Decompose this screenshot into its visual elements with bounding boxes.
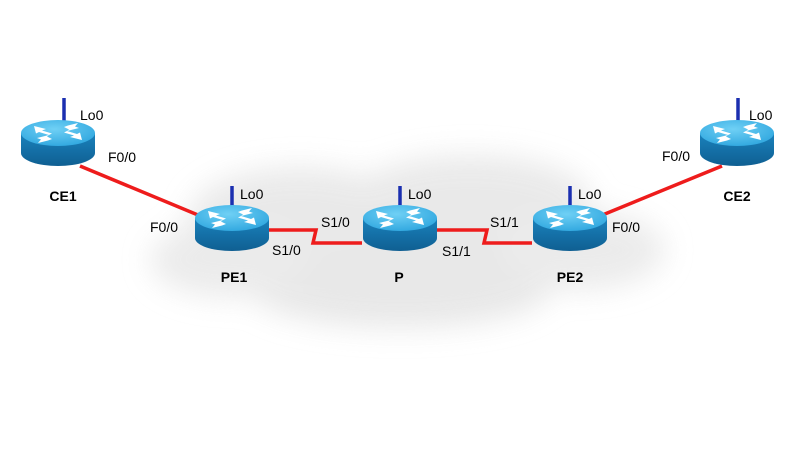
- loopbacks: [62, 98, 740, 210]
- router-icon[interactable]: [700, 120, 774, 166]
- interface-label-pe1-f00: F0/0: [150, 219, 178, 235]
- loopback-label-pe2: Lo0: [578, 186, 602, 202]
- link-pe2-ce2: [599, 164, 723, 218]
- interface-label-ce2-f00: F0/0: [662, 148, 690, 164]
- loopback-label-p: Lo0: [408, 186, 432, 202]
- loopback-label-ce2: Lo0: [749, 107, 773, 123]
- interface-label-pe2-f00: F0/0: [612, 219, 640, 235]
- router-icon[interactable]: [195, 205, 269, 251]
- router-icon[interactable]: [21, 120, 95, 166]
- loopback-label-pe1: Lo0: [240, 186, 264, 202]
- link-pe1-p: [268, 228, 362, 245]
- router-name-ce2: CE2: [723, 188, 750, 204]
- interface-label-ce1-f00: F0/0: [108, 149, 136, 165]
- interface-label-pe1-s10: S1/0: [272, 242, 301, 258]
- links: [79, 164, 723, 245]
- router-name-ce1: CE1: [49, 188, 76, 204]
- router-name-p: P: [394, 269, 403, 285]
- router-icon[interactable]: [533, 205, 607, 251]
- router-name-pe2: PE2: [557, 269, 584, 285]
- interface-label-p-s10: S1/0: [321, 214, 350, 230]
- interface-label-p-s11: S1/1: [442, 243, 471, 259]
- link-ce1-pe1: [79, 164, 211, 222]
- router-icon[interactable]: [363, 205, 437, 251]
- router-name-pe1: PE1: [221, 269, 248, 285]
- interface-label-pe2-s11: S1/1: [490, 214, 519, 230]
- loopback-label-ce1: Lo0: [80, 107, 104, 123]
- link-p-pe2: [436, 228, 532, 245]
